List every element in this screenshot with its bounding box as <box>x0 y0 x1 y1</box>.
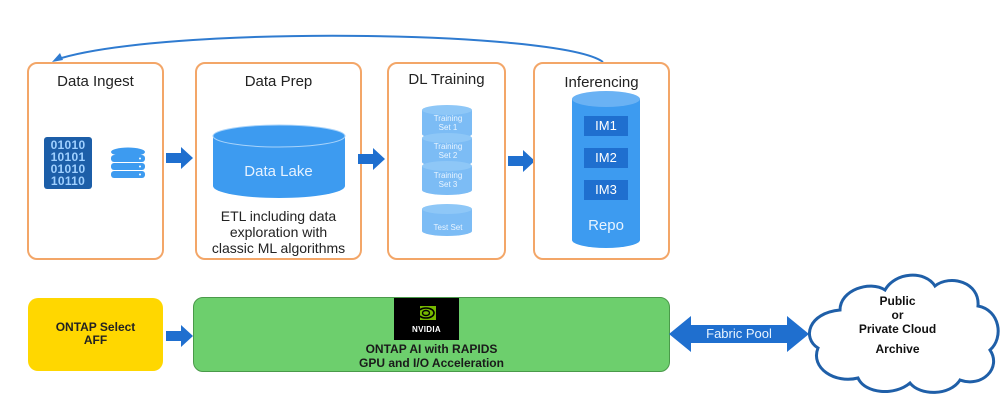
nvidia-logo: NVIDIA <box>394 298 459 340</box>
test-set-label: Test Set <box>433 223 463 232</box>
training-set-label: Training <box>433 171 463 180</box>
model-im3: IM3 <box>584 180 628 200</box>
ontap-select-line: ONTAP Select <box>55 320 136 334</box>
description-line: ETL including data <box>220 208 337 224</box>
flow-arrow-icon <box>166 325 193 347</box>
binary-row: 10101 <box>50 150 86 164</box>
training-set-label: Set 2 <box>438 151 458 160</box>
binary-row: 10110 <box>50 174 86 188</box>
flow-arrow-icon <box>358 148 385 170</box>
fabric-pool-arrow <box>669 316 809 352</box>
training-set-1: Training Set 1 <box>420 114 476 132</box>
model-im2: IM2 <box>584 148 628 168</box>
ontap-ai-label: ONTAP AI with RAPIDS GPU and I/O Acceler… <box>194 342 669 370</box>
stage-inferencing: Inferencing IM1 IM2 IM3 Repo <box>533 62 670 260</box>
model-list: IM1 IM2 IM3 Repo <box>571 64 641 262</box>
ontap-select-line: AFF <box>83 333 108 347</box>
ontap-ai-box: NVIDIA ONTAP AI with RAPIDS GPU and I/O … <box>193 297 670 372</box>
test-set-cylinder-icon <box>422 204 472 236</box>
ontap-select-label: ONTAP Select AFF <box>28 321 163 347</box>
cloud-line: Public <box>879 294 916 308</box>
cloud-archive-label: Archive <box>875 342 920 356</box>
cloud-line: Private Cloud <box>858 322 937 336</box>
repo-label: Repo <box>588 217 624 234</box>
stage-title: Data Prep <box>244 73 313 90</box>
flow-arrow-icon <box>166 147 193 169</box>
description-line: classic ML algorithms <box>211 240 346 256</box>
feedback-loop-arrow <box>52 34 604 63</box>
flow-arrow-icon <box>508 150 535 172</box>
prep-description: ETL including data exploration with clas… <box>197 208 360 256</box>
cloud-label: Public or Private Cloud Archive <box>830 294 965 356</box>
cloud-icon <box>807 273 1000 394</box>
training-set-3: Training Set 3 <box>420 171 476 189</box>
ontap-select-box: ONTAP Select AFF <box>28 298 163 371</box>
repo-cylinder-icon <box>572 91 640 248</box>
stage-title: DL Training <box>408 71 485 88</box>
binary-row: 01010 <box>50 138 86 152</box>
training-set-label: Set 3 <box>438 180 458 189</box>
binary-data-icon: 01010 10101 01010 10110 <box>44 137 92 189</box>
ontap-ai-line: ONTAP AI with RAPIDS <box>365 342 498 356</box>
training-set-stack-icon <box>422 105 472 195</box>
cloud-line: or <box>891 308 904 322</box>
database-icon <box>111 147 145 178</box>
binary-row: 01010 <box>50 162 86 176</box>
training-set-label: Training <box>433 142 463 151</box>
stage-title: Data Ingest <box>57 73 134 90</box>
stage-dl-training: DL Training Training Set 1 Training Set … <box>387 62 506 260</box>
stage-title: Inferencing <box>564 74 639 91</box>
stage-data-ingest: Data Ingest 01010 10101 01010 10110 <box>27 62 164 260</box>
nvidia-logo-text: NVIDIA <box>412 325 441 334</box>
training-set-2: Training Set 2 <box>420 142 476 160</box>
data-lake-label: Data Lake <box>244 163 313 180</box>
data-lake-cylinder-icon <box>212 124 346 198</box>
ontap-ai-line: GPU and I/O Acceleration <box>359 356 504 370</box>
training-set-label: Set 1 <box>438 123 458 132</box>
nvidia-eye-icon <box>417 306 436 320</box>
stage-data-prep: Data Prep Data Lake ETL including data e… <box>195 62 362 260</box>
description-line: exploration with <box>229 224 328 240</box>
fabric-pool-label: Fabric Pool <box>706 326 772 341</box>
training-set-label: Training <box>433 114 463 123</box>
model-im1: IM1 <box>584 116 628 136</box>
